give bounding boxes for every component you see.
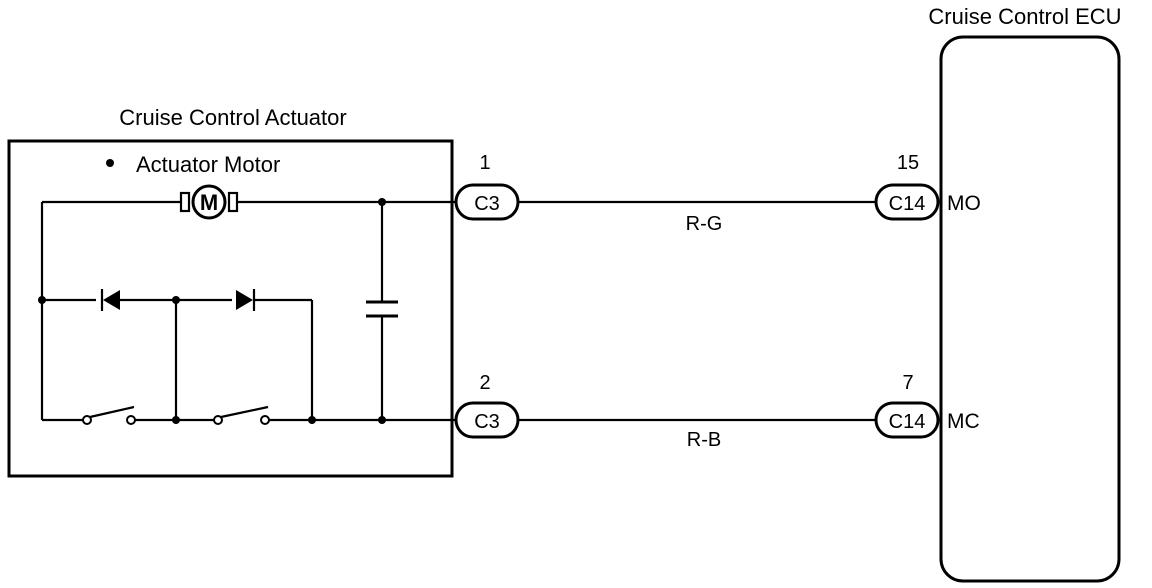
ecu-pin-number: 7 [902,372,913,394]
ecu-connector-c14 [874,183,940,221]
ecu-connector-label: C14 [889,411,926,433]
diode-1-icon [100,289,120,311]
ecu-box [939,35,1121,583]
actuator-pin-number: 2 [479,372,490,394]
ecu-terminal-label: MO [947,192,981,215]
connection-row-2: 2 C3 R-B 7 C14 MC [454,372,980,451]
ecu-pin-number: 15 [897,152,919,174]
actuator-connector-label: C3 [474,193,500,215]
ecu-connector-c14 [874,401,940,439]
capacitor-icon [366,300,398,318]
actuator-title: Cruise Control Actuator [119,105,346,130]
ecu-terminal-label: MC [947,410,980,433]
junction-dot [172,296,180,304]
actuator-connector-label: C3 [474,411,500,433]
actuator-motor-label: Actuator Motor [136,152,280,177]
motor-symbol-label: M [200,190,218,215]
limit-switch-1-icon [82,405,136,425]
ecu-connector-label: C14 [889,193,926,215]
limit-switch-2-icon [213,405,270,425]
bullet-icon [106,159,114,167]
ecu-title: Cruise Control ECU [928,4,1121,29]
junction-dot [38,296,46,304]
connection-row-1: 1 C3 R-G 15 C14 MO [454,152,981,235]
actuator-box [7,139,454,478]
actuator-pin-number: 1 [479,152,490,174]
wire-color-label: R-B [687,429,721,451]
wire-color-label: R-G [686,213,723,235]
diode-2-icon [236,289,256,311]
motor-icon: M [179,184,239,220]
